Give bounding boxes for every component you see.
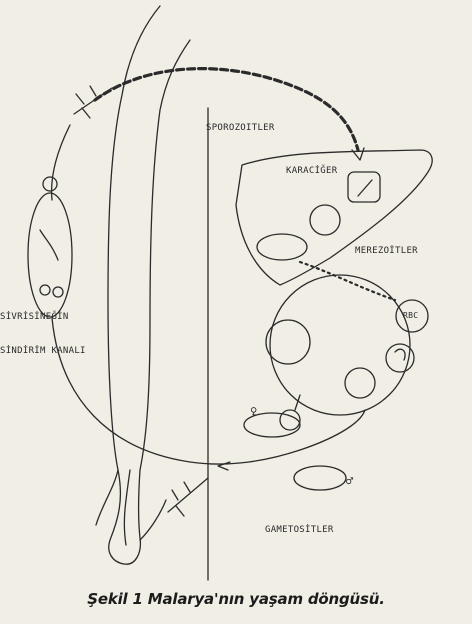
- label-liver: KARACİĞER: [286, 166, 337, 176]
- label-merozoites: MEREZOİTLER: [355, 246, 418, 256]
- male-symbol: ♂: [346, 474, 354, 488]
- label-gametocytes: GAMETOSİTLER: [265, 525, 334, 535]
- figure-caption: Şekil 1 Malarya'nın yaşam döngüsü.: [0, 590, 472, 608]
- mosquito-bottom: [168, 478, 208, 516]
- mosquito-gut: [28, 177, 72, 317]
- label-mosquito-line1: SİVRİSİNEĞİN: [0, 312, 69, 322]
- label-rbc: RBC: [403, 311, 418, 320]
- label-mosquito-line2: SİNDİRİM KANALI: [0, 346, 86, 356]
- rbc-cycle: [266, 275, 428, 415]
- human-body-outline: [96, 6, 208, 580]
- female-symbol: ♀: [250, 404, 258, 418]
- label-sporozoites: SPOROZOITLER: [206, 123, 275, 133]
- gametocytes: [244, 395, 346, 490]
